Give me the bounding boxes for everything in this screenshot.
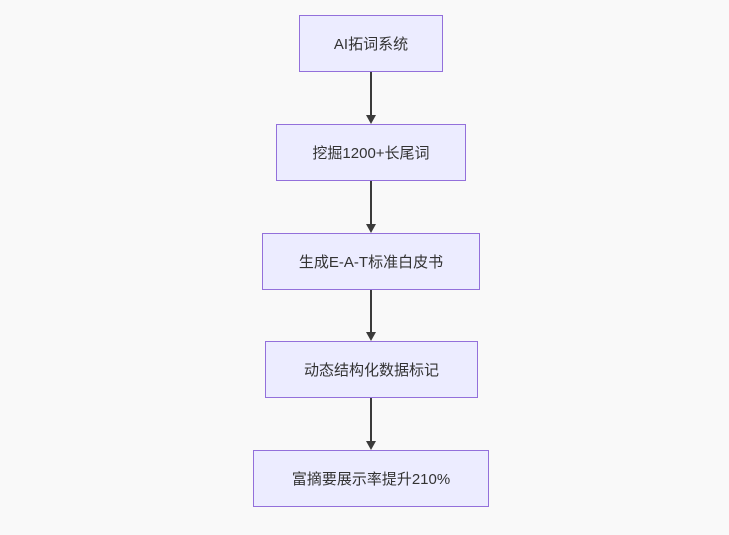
flow-node-2: 挖掘1200+长尾词	[276, 124, 466, 181]
flow-node-2-label: 挖掘1200+长尾词	[312, 145, 430, 162]
flow-node-5-label: 富摘要展示率提升210%	[291, 471, 451, 488]
flow-arrow-4	[365, 398, 377, 450]
flow-arrow-1	[365, 72, 377, 124]
arrowhead-down-icon	[366, 332, 376, 341]
flow-node-3-label: 生成E-A-T标准白皮书	[298, 254, 444, 271]
arrowhead-down-icon	[366, 224, 376, 233]
flow-arrow-3	[365, 290, 377, 341]
arrowhead-down-icon	[366, 441, 376, 450]
flow-node-4: 动态结构化数据标记	[265, 341, 478, 398]
arrow-line	[370, 72, 372, 120]
arrow-line	[370, 181, 372, 229]
flow-node-1: AI拓词系统	[299, 15, 443, 72]
flow-node-4-label: 动态结构化数据标记	[303, 362, 439, 379]
flow-node-5: 富摘要展示率提升210%	[253, 450, 489, 507]
arrowhead-down-icon	[366, 115, 376, 124]
arrow-line	[370, 290, 372, 337]
flow-arrow-2	[365, 181, 377, 233]
flow-node-3: 生成E-A-T标准白皮书	[262, 233, 480, 290]
flow-node-1-label: AI拓词系统	[333, 36, 409, 53]
arrow-line	[370, 398, 372, 446]
